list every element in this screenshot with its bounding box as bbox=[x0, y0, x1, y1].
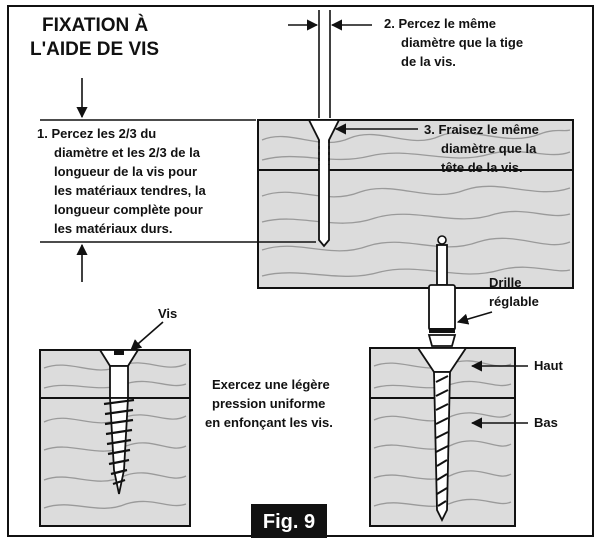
pressure-note: Exercez une légère pression uniforme en … bbox=[205, 377, 333, 430]
screw-label: Vis bbox=[158, 306, 177, 321]
figure-label: Fig. 9 bbox=[263, 511, 315, 533]
step-1-line-6: les matériaux durs. bbox=[54, 221, 173, 236]
screw-slot bbox=[114, 350, 124, 355]
top-wood-block bbox=[257, 119, 574, 289]
pressure-note-line-1: Exercez une légère bbox=[212, 377, 330, 392]
figure-badge bbox=[251, 504, 327, 538]
countersink-pilot-hole bbox=[307, 119, 341, 248]
drill-countersink-cone bbox=[427, 334, 457, 347]
screw-wood-block bbox=[39, 349, 191, 527]
step-2-line-2: diamètre que la tige bbox=[401, 35, 523, 50]
drill-depth-band bbox=[429, 328, 455, 333]
step-3-line-1: 3. Fraisez le même bbox=[424, 122, 539, 137]
screw-label-arrow bbox=[130, 321, 164, 351]
screw-thread-lines bbox=[103, 398, 135, 486]
step-2-line-3: de la vis. bbox=[401, 54, 456, 69]
step-1-line-5: longueur complète pour bbox=[54, 202, 203, 217]
drill-shank bbox=[436, 244, 448, 286]
drill-collar bbox=[428, 284, 456, 331]
step-3-line-3: tête de la vis. bbox=[441, 160, 523, 175]
title-line-1: FIXATION À bbox=[42, 14, 149, 36]
pressure-note-line-2: pression uniforme bbox=[212, 396, 325, 411]
step-1-line-3: longueur de la vis pour bbox=[54, 164, 197, 179]
drill-label-line-1: Drille bbox=[489, 275, 522, 290]
step-2-line-1: 2. Percez le même bbox=[384, 16, 496, 31]
bottom-layer-label: Bas bbox=[534, 415, 558, 430]
hole-depth-dimension bbox=[40, 78, 316, 282]
title-line-2: L'AIDE DE VIS bbox=[30, 39, 159, 60]
adjustable-drill-bit bbox=[416, 235, 468, 523]
step-1-line-4: les matériaux tendres, la bbox=[54, 183, 207, 198]
drill-bit-tip-ring bbox=[437, 235, 447, 245]
drill-label-arrow bbox=[456, 311, 493, 325]
step-3-instruction: 3. Fraisez le même diamètre que la tête … bbox=[424, 122, 539, 175]
drill-label-line-2: réglable bbox=[489, 294, 539, 309]
top-layer-label: Haut bbox=[534, 358, 564, 373]
drill-label: Drille réglable bbox=[489, 275, 539, 309]
step-1-instruction: 1. Percez les 2/3 du diamètre et les 2/3… bbox=[37, 126, 207, 236]
step-2-instruction: 2. Percez le même diamètre que la tige d… bbox=[384, 16, 523, 69]
wood-block-bottom-layer bbox=[257, 169, 574, 289]
step-3-line-2: diamètre que la bbox=[441, 141, 537, 156]
step-1-line-2: diamètre et les 2/3 de la bbox=[54, 145, 201, 160]
step-1-line-1: 1. Percez les 2/3 du bbox=[37, 126, 156, 141]
drill-flutes bbox=[435, 375, 449, 507]
screw-shank bbox=[109, 365, 129, 399]
diagram-title: FIXATION À L'AIDE DE VIS bbox=[30, 14, 159, 60]
shank-diameter-dimension bbox=[288, 10, 372, 118]
pressure-note-line-3: en enfonçant les vis. bbox=[205, 415, 333, 430]
